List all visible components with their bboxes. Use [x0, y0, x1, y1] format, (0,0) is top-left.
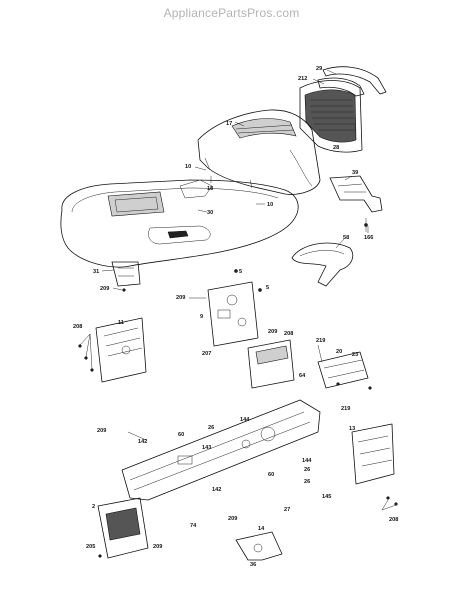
callout-11: 11: [118, 320, 124, 326]
callout-10: 10: [185, 164, 191, 170]
callout-14: 14: [258, 526, 265, 532]
belt-guard: [291, 242, 354, 287]
callout-209: 209: [176, 295, 185, 301]
callout-144: 144: [240, 417, 250, 423]
callout-36: 36: [250, 562, 256, 568]
rear-bracket: [317, 351, 372, 390]
callout-209: 209: [97, 428, 106, 434]
hood: [197, 109, 321, 195]
callout-labels: 29 212 17 28 10 18 10 30 39 166 58 31 20…: [73, 66, 398, 568]
site-watermark: AppliancePartsPros.com: [163, 6, 300, 20]
callout-208: 208: [389, 517, 398, 523]
callout-5: 5: [266, 285, 269, 291]
callout-30: 30: [207, 210, 213, 216]
dash-panel: [207, 269, 262, 347]
grille-bracket: [317, 77, 365, 97]
side-panel-left: [78, 317, 147, 383]
callout-13: 13: [349, 426, 355, 432]
callout-145: 145: [322, 494, 331, 500]
callout-143: 143: [202, 445, 211, 451]
callout-39: 39: [352, 170, 358, 176]
callout-60: 60: [178, 432, 184, 438]
axle-bracket: [235, 531, 283, 561]
seat-bracket: [111, 261, 141, 292]
side-panel-right: [351, 423, 398, 506]
callout-209: 209: [100, 286, 109, 292]
callout-10: 10: [267, 202, 273, 208]
callout-26: 26: [304, 479, 310, 485]
callout-18: 18: [207, 186, 213, 192]
callout-27: 27: [284, 507, 290, 513]
callout-58: 58: [343, 235, 349, 241]
callout-26: 26: [208, 425, 214, 431]
callout-2: 2: [92, 504, 95, 510]
callout-219: 219: [316, 338, 325, 344]
callout-209: 209: [153, 544, 162, 550]
callout-17: 17: [226, 121, 232, 127]
callout-74: 74: [190, 523, 197, 529]
main-frame: [121, 399, 321, 501]
hood-top-trim: [322, 66, 387, 95]
callout-219: 219: [341, 406, 350, 412]
callout-209: 209: [228, 516, 237, 522]
callout-208: 208: [284, 331, 293, 337]
callout-60: 60: [268, 472, 274, 478]
leader-lines: [79, 69, 397, 511]
callout-64: 64: [299, 373, 306, 379]
callout-9: 9: [200, 314, 203, 320]
callout-205: 205: [86, 544, 95, 550]
callout-209: 209: [268, 329, 277, 335]
front-bumper: [97, 497, 149, 559]
callout-23: 23: [352, 352, 358, 358]
cross-member: [247, 339, 295, 389]
hood-grille: [299, 80, 363, 153]
callout-144: 144: [302, 458, 312, 464]
callout-166: 166: [364, 235, 373, 241]
callout-26: 26: [304, 467, 310, 473]
body-pan: [60, 179, 299, 268]
callout-212: 212: [298, 76, 307, 82]
callout-5: 5: [239, 269, 242, 275]
callout-31: 31: [93, 269, 99, 275]
callout-29: 29: [316, 66, 322, 72]
bracket-39: [329, 175, 383, 232]
callout-208: 208: [73, 324, 82, 330]
callout-28: 28: [333, 145, 339, 151]
callout-142: 142: [138, 439, 147, 445]
callout-207: 207: [202, 351, 211, 357]
callout-142: 142: [212, 487, 221, 493]
callout-20: 20: [336, 349, 342, 355]
